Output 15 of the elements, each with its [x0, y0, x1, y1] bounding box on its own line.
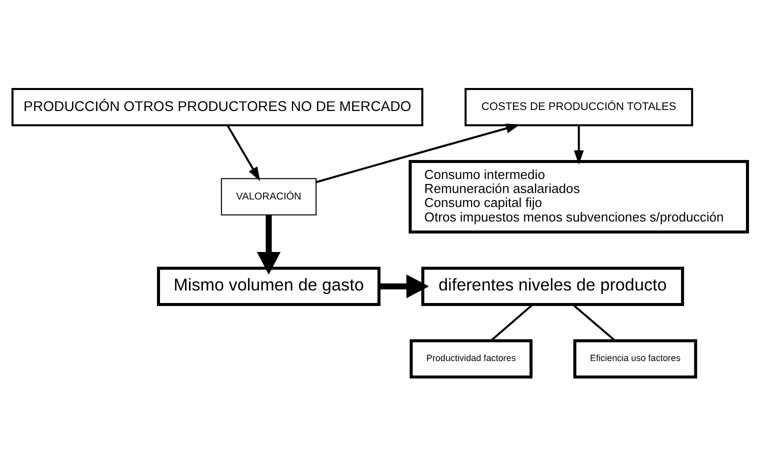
node-box: diferentes niveles de producto [421, 266, 684, 306]
connector [572, 304, 616, 341]
arrow [379, 274, 429, 298]
node-box: Eficiencia uso factores [573, 338, 698, 378]
node-box: VALORACIÓN [220, 178, 317, 215]
arrow [226, 124, 260, 181]
connector [490, 304, 534, 341]
arrow [574, 124, 584, 164]
node-box: Consumo intermedio Remuneración asalariados Consumo capital fijo Otros impuestos menos subvenciones s/producción [408, 160, 749, 233]
node-box: Productividad factores [410, 338, 533, 378]
node-box: COSTES DE PRODUCCIÓN TOTALES [464, 88, 694, 126]
node-box: Mismo volumen de gasto [157, 266, 380, 306]
arrow [316, 123, 520, 183]
node-box: PRODUCCIÓN OTROS PRODUCTORES NO DE MERCADO [12, 88, 424, 126]
arrow [256, 214, 281, 274]
